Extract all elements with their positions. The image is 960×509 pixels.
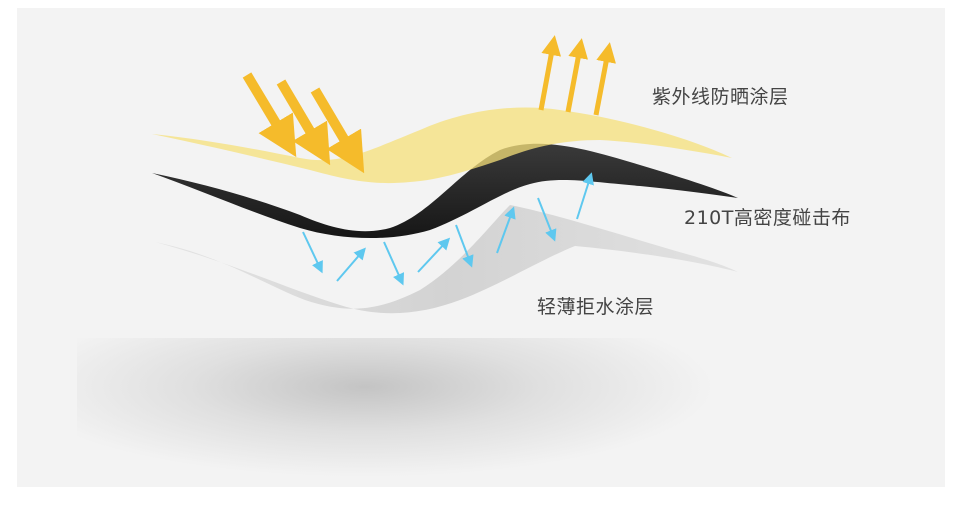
fabric-layer (152, 143, 738, 239)
arrow-icon (383, 241, 405, 286)
illustration-panel (17, 8, 945, 487)
arrow-down-icon (310, 87, 365, 174)
water-layer-label: 轻薄拒水涂层 (537, 296, 655, 318)
uv-incoming-arrows (242, 72, 365, 174)
arrow-down-icon (242, 72, 297, 158)
arrow-icon (417, 237, 451, 273)
uv-layer-label: 紫外线防晒涂层 (652, 86, 789, 108)
arrow-up-icon (538, 35, 562, 111)
arrow-icon (496, 206, 516, 254)
arrow-up-icon (565, 38, 588, 113)
arrow-icon (455, 224, 474, 268)
uv-reflected-arrows (538, 35, 616, 116)
arrow-up-icon (593, 42, 616, 116)
floor-shadow (77, 338, 717, 478)
water-arrows (302, 172, 594, 286)
arrow-icon (576, 172, 594, 220)
arrow-down-icon (276, 79, 331, 166)
arrow-icon (537, 197, 557, 242)
fabric-layer-label: 210T高密度碰击布 (684, 207, 851, 229)
arrow-icon (336, 247, 366, 282)
water-repellent-layer (155, 205, 738, 314)
arrow-icon (302, 231, 323, 274)
